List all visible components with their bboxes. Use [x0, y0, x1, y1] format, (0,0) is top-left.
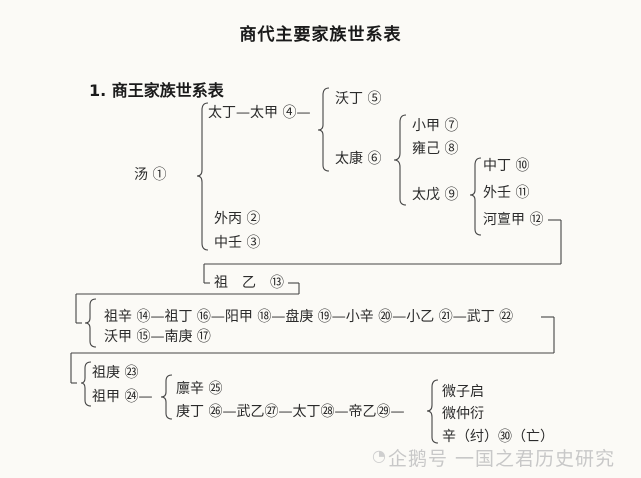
brace-zujia: [160, 374, 173, 420]
node-waibing: 外丙 ②: [214, 211, 261, 227]
node-row-gengding: 庚丁 ㉖—武乙㉗—太丁㉘—帝乙㉙—: [176, 404, 405, 420]
node-zujia: 祖甲 ㉔—: [92, 389, 153, 405]
node-weiziqi: 微子启: [442, 384, 484, 400]
brace-taijia: [317, 87, 330, 172]
node-zugeng: 祖庚 ㉓: [92, 365, 139, 381]
node-waren: 外壬 ⑪: [483, 185, 530, 201]
node-zhongding: 中丁 ⑩: [483, 158, 530, 174]
node-xiaojia: 小甲 ⑦: [412, 118, 459, 134]
brace-taiwu: [469, 157, 482, 236]
node-weizhongyan: 微仲衍: [442, 406, 484, 422]
node-woding: 沃丁 ⑤: [335, 91, 382, 107]
penguin-icon: ◔: [372, 446, 386, 465]
brace-wuding: [80, 361, 92, 407]
node-zhongren: 中壬 ③: [214, 235, 261, 251]
node-xin-zhou: 辛（纣）㉚（亡）: [442, 429, 554, 445]
brace-diyi: [426, 379, 439, 444]
node-yongji: 雍己 ⑧: [412, 141, 459, 157]
watermark-text: 企鹅号 一国之君历史研究: [388, 448, 616, 470]
brace-zuyi: [84, 298, 97, 348]
node-zuyi: 祖 乙 ⑬: [214, 275, 284, 291]
page-title: 商代主要家族世系表: [239, 25, 402, 45]
brace-tang: [196, 102, 209, 251]
section-heading: 1. 商王家族世系表: [89, 81, 224, 100]
node-taikang: 太康 ⑥: [335, 151, 382, 167]
brace-taikang: [393, 114, 407, 206]
node-hedanjia: 河亶甲 ⑫: [483, 212, 544, 228]
node-tang: 汤 ①: [134, 167, 167, 183]
node-row-wojia: 沃甲 ⑮—南庚 ⑰: [104, 329, 211, 345]
node-taiding-taijia: 太丁—太甲 ④—: [208, 105, 311, 121]
node-taiwu: 太戊 ⑨: [412, 187, 459, 203]
node-row-zuxin: 祖辛 ⑭—祖丁 ⑯—阳甲 ⑱—盘庚 ⑲—小辛 ⑳—小乙 ㉑—武丁 ㉒: [104, 309, 514, 325]
node-linxin: 廪辛 ㉕: [176, 381, 223, 397]
